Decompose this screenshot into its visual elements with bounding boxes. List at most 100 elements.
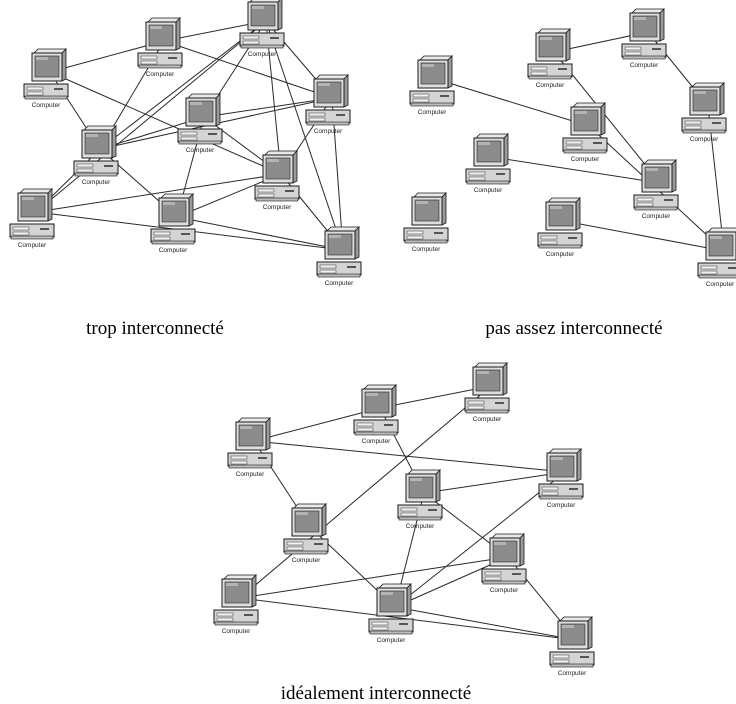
network-link: [203, 97, 333, 118]
computer-icon: [409, 55, 455, 107]
network-link: [163, 40, 333, 99]
computer-label: Computer: [406, 523, 435, 530]
network-link: [394, 606, 577, 641]
nodes-layer: ComputerComputerComputerComputerComputer…: [9, 0, 736, 677]
computer-node-n9: Computer: [150, 193, 196, 254]
network-link: [35, 20, 267, 213]
computer-icon: [633, 159, 679, 211]
computer-node-p6: Computer: [283, 503, 329, 564]
computer-label: Computer: [263, 204, 292, 211]
computer-icon: [23, 48, 69, 100]
computer-label: Computer: [490, 587, 519, 594]
computer-label: Computer: [18, 242, 47, 249]
computer-icon: [316, 226, 362, 278]
computer-node-m9: Computer: [537, 197, 583, 258]
computer-icon: [73, 125, 119, 177]
network-link: [239, 556, 509, 599]
computer-icon: [538, 448, 584, 500]
computer-node-p10: Computer: [549, 616, 595, 677]
network-link: [265, 20, 344, 251]
computer-label: Computer: [377, 637, 406, 644]
computer-label: Computer: [473, 416, 502, 423]
computer-icon: [254, 150, 300, 202]
computer-icon: [177, 93, 223, 145]
computer-icon: [150, 193, 196, 245]
computer-node-m8: Computer: [403, 192, 449, 253]
computer-label: Computer: [186, 147, 215, 154]
computer-label: Computer: [362, 438, 391, 445]
network-link: [394, 471, 566, 608]
computer-label: Computer: [248, 51, 277, 58]
computer-label: Computer: [412, 246, 441, 253]
computer-icon: [562, 102, 608, 154]
computer-node-p5: Computer: [397, 469, 443, 530]
computer-node-p7: Computer: [481, 533, 527, 594]
network-link: [35, 173, 282, 213]
computer-node-n4: Computer: [73, 125, 119, 186]
computer-label: Computer: [630, 62, 659, 69]
computer-icon: [481, 533, 527, 585]
computer-node-n3: Computer: [239, 0, 285, 58]
computer-label: Computer: [706, 281, 735, 288]
computer-label: Computer: [547, 502, 576, 509]
computer-node-m5: Computer: [562, 102, 608, 163]
computer-label: Computer: [325, 280, 354, 287]
computer-label: Computer: [159, 247, 188, 254]
computer-node-p2: Computer: [353, 384, 399, 445]
computer-label: Computer: [222, 628, 251, 635]
computer-node-p4: Computer: [538, 448, 584, 509]
network-link: [239, 385, 492, 599]
network-link: [563, 220, 725, 252]
computer-label: Computer: [546, 251, 575, 258]
computer-icon: [527, 28, 573, 80]
computer-label: Computer: [690, 136, 719, 143]
computer-icon: [9, 188, 55, 240]
computer-node-m4: Computer: [681, 82, 727, 143]
computer-label: Computer: [82, 179, 111, 186]
caption-trop-interconnecte: trop interconnecté: [86, 318, 224, 339]
computer-label: Computer: [474, 187, 503, 194]
network-link: [423, 471, 566, 494]
computer-node-p8: Computer: [213, 574, 259, 635]
computer-node-n8: Computer: [9, 188, 55, 249]
computer-label: Computer: [558, 670, 587, 677]
computer-icon: [239, 0, 285, 49]
network-link: [394, 556, 509, 608]
caption-idealement-interconnecte: idéalement interconnecté: [281, 683, 471, 704]
computer-icon: [621, 8, 667, 60]
computer-label: Computer: [642, 213, 671, 220]
network-link: [176, 216, 344, 251]
computer-label: Computer: [236, 471, 265, 478]
computer-icon: [681, 82, 727, 134]
network-link: [435, 78, 590, 127]
computer-icon: [368, 583, 414, 635]
computer-icon: [305, 74, 351, 126]
computer-icon: [227, 417, 273, 469]
caption-pas-assez-interconnecte: pas assez interconnecté: [485, 318, 662, 339]
computer-icon: [537, 197, 583, 249]
computer-icon: [403, 192, 449, 244]
network-link: [99, 20, 267, 150]
computer-node-p1: Computer: [227, 417, 273, 478]
computer-node-m6: Computer: [465, 133, 511, 194]
computer-node-m1: Computer: [409, 55, 455, 116]
computer-icon: [549, 616, 595, 668]
computer-label: Computer: [146, 71, 175, 78]
computer-icon: [213, 574, 259, 626]
network-link: [49, 40, 165, 73]
computer-node-m7: Computer: [633, 159, 679, 220]
computer-node-n6: Computer: [254, 150, 300, 211]
computer-icon: [353, 384, 399, 436]
computer-label: Computer: [536, 82, 565, 89]
computer-node-n10: Computer: [316, 226, 362, 287]
computer-node-p3: Computer: [464, 362, 510, 423]
computer-node-p9: Computer: [368, 583, 414, 644]
computer-icon: [464, 362, 510, 414]
computer-icon: [697, 227, 736, 279]
computer-label: Computer: [292, 557, 321, 564]
computer-icon: [465, 133, 511, 185]
computer-node-n2: Computer: [137, 17, 183, 78]
computer-label: Computer: [314, 128, 343, 135]
computer-icon: [397, 469, 443, 521]
